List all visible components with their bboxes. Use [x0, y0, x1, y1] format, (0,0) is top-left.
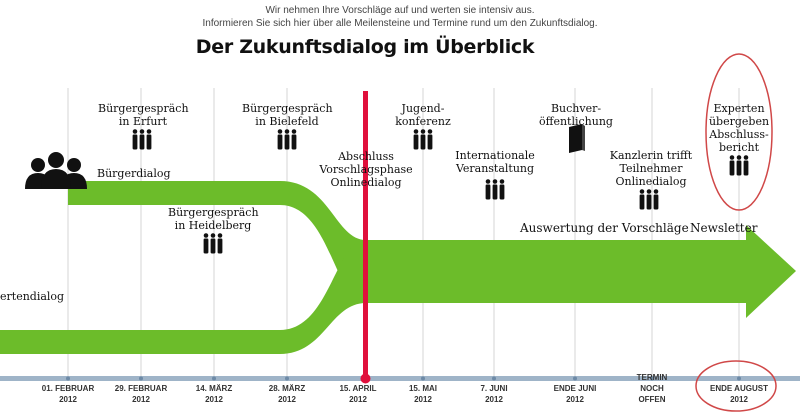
- event-jugend-line1: Jugend-: [401, 102, 445, 115]
- intro-line-1: Wir nehmen Ihre Vorschläge auf und werte…: [265, 5, 535, 16]
- event-abschluss-line2: Vorschlagsphase: [319, 163, 413, 176]
- date-may15-line1: 15. MAI: [408, 384, 437, 393]
- event-kanzlerin-line1: Kanzlerin trifft: [609, 149, 693, 162]
- event-erfurt-line1: Bürgergespräch: [98, 102, 189, 115]
- date-mar14-line1: 14. MÄRZ: [195, 384, 233, 393]
- event-abschluss-line1: Abschluss: [338, 150, 394, 163]
- tick-feb29: [139, 376, 143, 381]
- event-abschluss: Abschluss Vorschlagsphase Onlinedialog: [318, 150, 414, 189]
- event-buch-line2: öffentlichung: [539, 115, 613, 128]
- event-heidelberg-line2: in Heidelberg: [174, 219, 252, 232]
- people-group-icon: [485, 179, 505, 200]
- event-international-line1: Internationale: [455, 149, 535, 162]
- tick-jun07: [492, 376, 496, 381]
- expertendialog-flow: [0, 240, 366, 354]
- large-people-group-icon: [25, 152, 87, 189]
- abschluss-milestone-line: [363, 91, 368, 378]
- date-feb01: 01. FEBRUAR 2012: [28, 383, 108, 405]
- event-heidelberg-line1: Bürgergespräch: [168, 206, 259, 219]
- date-jun07-line2: 2012: [485, 395, 503, 404]
- date-apr15-line2: 2012: [349, 395, 367, 404]
- people-group-icon: [639, 189, 659, 210]
- date-augend: ENDE AUGUST 2012: [699, 383, 779, 405]
- date-may15: 15. MAI 2012: [383, 383, 463, 405]
- date-feb01-line1: 01. FEBRUAR: [41, 384, 95, 393]
- event-kanzlerin-line3: Onlinedialog: [615, 175, 687, 188]
- date-feb01-line2: 2012: [59, 395, 77, 404]
- date-feb29: 29. FEBRUAR 2012: [101, 383, 181, 405]
- event-bielefeld: Bürgergespräch in Bielefeld: [242, 102, 333, 128]
- augustende-highlight-circle: [695, 360, 777, 412]
- date-jun07-line1: 7. JUNI: [480, 384, 508, 393]
- date-feb29-line2: 2012: [132, 395, 150, 404]
- event-experten: Experten übergeben Abschluss- bericht: [704, 102, 774, 154]
- date-augend-line2: 2012: [730, 395, 748, 404]
- date-offen-line1: TERMIN: [636, 373, 668, 382]
- people-group-icon: [203, 233, 223, 254]
- date-junend: ENDE JUNI 2012: [535, 383, 615, 405]
- date-offen-line3: OFFEN: [638, 395, 666, 404]
- event-international-line2: Veranstaltung: [455, 162, 535, 175]
- timeline-ticks: [66, 376, 741, 381]
- tick-may15: [421, 376, 425, 381]
- date-apr15-line1: 15. APRIL: [339, 384, 377, 393]
- buergerdialog-flow: [68, 181, 366, 303]
- event-experten-line1: Experten: [713, 102, 765, 115]
- book-icon: [569, 124, 585, 153]
- date-apr15: 15. APRIL 2012: [318, 383, 398, 405]
- event-heidelberg: Bürgergespräch in Heidelberg: [168, 206, 259, 232]
- event-experten-line3: Abschluss-: [709, 128, 769, 141]
- page-title: Der Zukunftsdialog im Überblick: [195, 36, 535, 58]
- newsletter-label: Newsletter: [690, 221, 758, 235]
- date-feb29-line1: 29. FEBRUAR: [114, 384, 168, 393]
- date-mar28-line1: 28. MÄRZ: [268, 384, 306, 393]
- event-international: Internationale Veranstaltung: [450, 149, 540, 175]
- date-augend-line1: ENDE AUGUST: [710, 384, 768, 393]
- date-offen: TERMIN NOCH OFFEN: [612, 372, 692, 405]
- expertendialog-label: ertendialog: [0, 290, 65, 303]
- intro-line-2: Informieren Sie sich hier über alle Meil…: [202, 18, 598, 29]
- date-mar14-line2: 2012: [205, 395, 223, 404]
- people-group-icon: [277, 129, 297, 150]
- tick-feb01: [66, 376, 70, 381]
- tick-mar14: [212, 376, 216, 381]
- tick-mar28: [285, 376, 289, 381]
- date-mar14: 14. MÄRZ 2012: [174, 383, 254, 405]
- event-experten-line2: übergeben: [708, 115, 770, 128]
- date-junend-line1: ENDE JUNI: [553, 384, 597, 393]
- event-jugendkonferenz: Jugend- konferenz: [388, 102, 458, 128]
- abschluss-milestone-dot: [360, 373, 371, 384]
- people-group-icon: [413, 129, 433, 150]
- auswertung-label: Auswertung der Vorschläge: [520, 221, 689, 235]
- event-erfurt: Bürgergespräch in Erfurt: [98, 102, 189, 128]
- date-offen-line2: NOCH: [640, 384, 664, 393]
- date-mar28: 28. MÄRZ 2012: [247, 383, 327, 405]
- buergerdialog-label: Bürgerdialog: [97, 167, 171, 180]
- experten-highlight-circle: [705, 53, 773, 211]
- tick-augend: [737, 376, 741, 381]
- date-jun07: 7. JUNI 2012: [454, 383, 534, 405]
- people-group-icon: [132, 129, 152, 150]
- event-experten-line4: bericht: [719, 141, 759, 154]
- timeline-axis: [0, 376, 800, 381]
- event-jugend-line2: konferenz: [395, 115, 451, 128]
- event-buchveroeffentlichung: Buchver- öffentlichung: [536, 102, 616, 128]
- event-bielefeld-line2: in Bielefeld: [255, 115, 319, 128]
- event-bielefeld-line1: Bürgergespräch: [242, 102, 333, 115]
- tick-junend: [573, 376, 577, 381]
- tick-offen: [650, 376, 654, 381]
- date-may15-line2: 2012: [414, 395, 432, 404]
- event-abschluss-line3: Onlinedialog: [330, 176, 402, 189]
- event-erfurt-line2: in Erfurt: [118, 115, 168, 128]
- auswertung-arrow: [365, 225, 796, 318]
- date-mar28-line2: 2012: [278, 395, 296, 404]
- people-group-icon: [729, 155, 749, 176]
- date-junend-line2: 2012: [566, 395, 584, 404]
- event-buch-line1: Buchver-: [550, 102, 602, 115]
- event-kanzlerin-line2: Teilnehmer: [619, 162, 683, 175]
- event-kanzlerin: Kanzlerin trifft Teilnehmer Onlinedialog: [606, 149, 696, 188]
